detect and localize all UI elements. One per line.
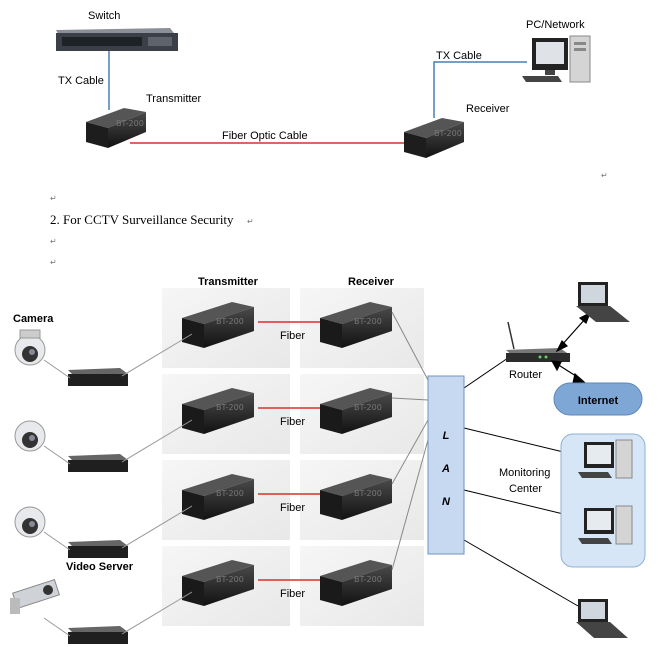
lan-link <box>391 311 429 381</box>
pc-icon <box>522 35 591 83</box>
lan-link <box>391 439 429 571</box>
paragraph-mark: ↵ <box>247 217 254 226</box>
internet-label: Internet <box>578 395 619 407</box>
lan-bus: L A N <box>427 375 465 555</box>
lan-link <box>391 419 429 485</box>
camera-link <box>43 531 71 551</box>
svg-text:BT-200: BT-200 <box>216 575 244 584</box>
camera-link <box>43 445 71 465</box>
router-links <box>550 311 592 384</box>
video-server-icon <box>68 626 128 644</box>
monitoring-center-label: Monitoring <box>499 467 550 479</box>
pc-network-label: PC/Network <box>526 19 585 31</box>
video-server-icon <box>68 454 128 472</box>
video-link <box>121 419 193 463</box>
monitoring-center-label: Center <box>509 483 542 495</box>
lan-letter: L <box>443 430 450 442</box>
fiber-label: Fiber <box>280 588 305 600</box>
fiber-label: Fiber <box>280 330 305 342</box>
transmitter-converter-icon: BT-200 <box>182 388 254 434</box>
tx-cable-right-label: TX Cable <box>436 50 482 62</box>
receiver-converter-icon: BT-200 <box>320 302 392 348</box>
fiber-label: Fiber <box>280 416 305 428</box>
paragraph-mark: ↵ <box>50 194 57 203</box>
transmitter-converter-icon: BT-200 <box>182 560 254 606</box>
monitoring-center: Monitoring Center <box>499 433 646 568</box>
camera-icon <box>14 329 46 366</box>
section-heading: 2. For CCTV Surveillance Security <box>50 212 234 227</box>
video-server-icon <box>68 540 128 558</box>
cameras <box>10 329 193 644</box>
fiber-optic-cable-label: Fiber Optic Cable <box>222 130 308 142</box>
camera-label: Camera <box>13 313 54 325</box>
camera-link <box>43 617 71 637</box>
svg-text:BT-200: BT-200 <box>354 575 382 584</box>
svg-text:BT-200: BT-200 <box>354 317 382 326</box>
camera-icon <box>10 578 61 614</box>
network-link <box>463 539 579 607</box>
internet-cloud: Internet <box>553 382 643 416</box>
transmitter-label: Transmitter <box>146 93 202 105</box>
video-server-label: Video Server <box>66 561 134 573</box>
lan-letter: N <box>442 496 451 508</box>
video-link <box>121 333 193 377</box>
network-link <box>463 357 509 389</box>
document-text: ↵ ↵ 2. For CCTV Surveillance Security ↵ … <box>50 171 608 267</box>
paragraph-mark: ↵ <box>50 237 57 246</box>
receiver-label: Receiver <box>466 103 510 115</box>
camera-link <box>43 359 71 379</box>
svg-text:BT-200: BT-200 <box>354 403 382 412</box>
tx-cable-right <box>433 61 527 118</box>
fiber-label: Fiber <box>280 502 305 514</box>
camera-icon <box>14 506 46 538</box>
receiver-converter-icon: BT-200 <box>320 560 392 606</box>
camera-icon <box>14 420 46 452</box>
paragraph-mark: ↵ <box>50 258 57 267</box>
transmitter-converter-icon: BT-200 <box>182 302 254 348</box>
transmitter-converter-icon: BT-200 <box>182 474 254 520</box>
video-link <box>121 591 193 635</box>
pc-icon <box>578 439 633 479</box>
paragraph-mark: ↵ <box>601 171 608 180</box>
switch-icon <box>56 28 178 51</box>
receiver-converter-icon: BT-200 <box>320 474 392 520</box>
lan-letter: A <box>441 463 450 475</box>
lan-link <box>391 397 429 401</box>
video-server-icon <box>68 368 128 386</box>
svg-text:BT-200: BT-200 <box>354 489 382 498</box>
switch-label: Switch <box>88 10 120 22</box>
receiver-converter-icon: BT-200 <box>320 388 392 434</box>
router-icon <box>506 321 570 362</box>
svg-text:BT-200: BT-200 <box>216 403 244 412</box>
svg-text:BT-200: BT-200 <box>216 317 244 326</box>
svg-text:BT-200: BT-200 <box>116 119 144 128</box>
pc-icon <box>578 505 633 545</box>
transmitter-column-header: Transmitter <box>198 276 259 288</box>
laptop-icon <box>576 282 630 322</box>
tx-cable-left-label: TX Cable <box>58 75 104 87</box>
video-link <box>121 505 193 549</box>
svg-text:BT-200: BT-200 <box>434 129 462 138</box>
laptop-icon <box>576 599 628 638</box>
receiver-column-header: Receiver <box>348 276 395 288</box>
top-diagram: Switch TX Cable Transmitter BT-200 Fiber… <box>56 10 591 158</box>
svg-text:BT-200: BT-200 <box>216 489 244 498</box>
router-label: Router <box>509 369 542 381</box>
transmitter-converter-icon: BT-200 <box>86 108 146 148</box>
receiver-converter-icon: BT-200 <box>404 118 464 158</box>
